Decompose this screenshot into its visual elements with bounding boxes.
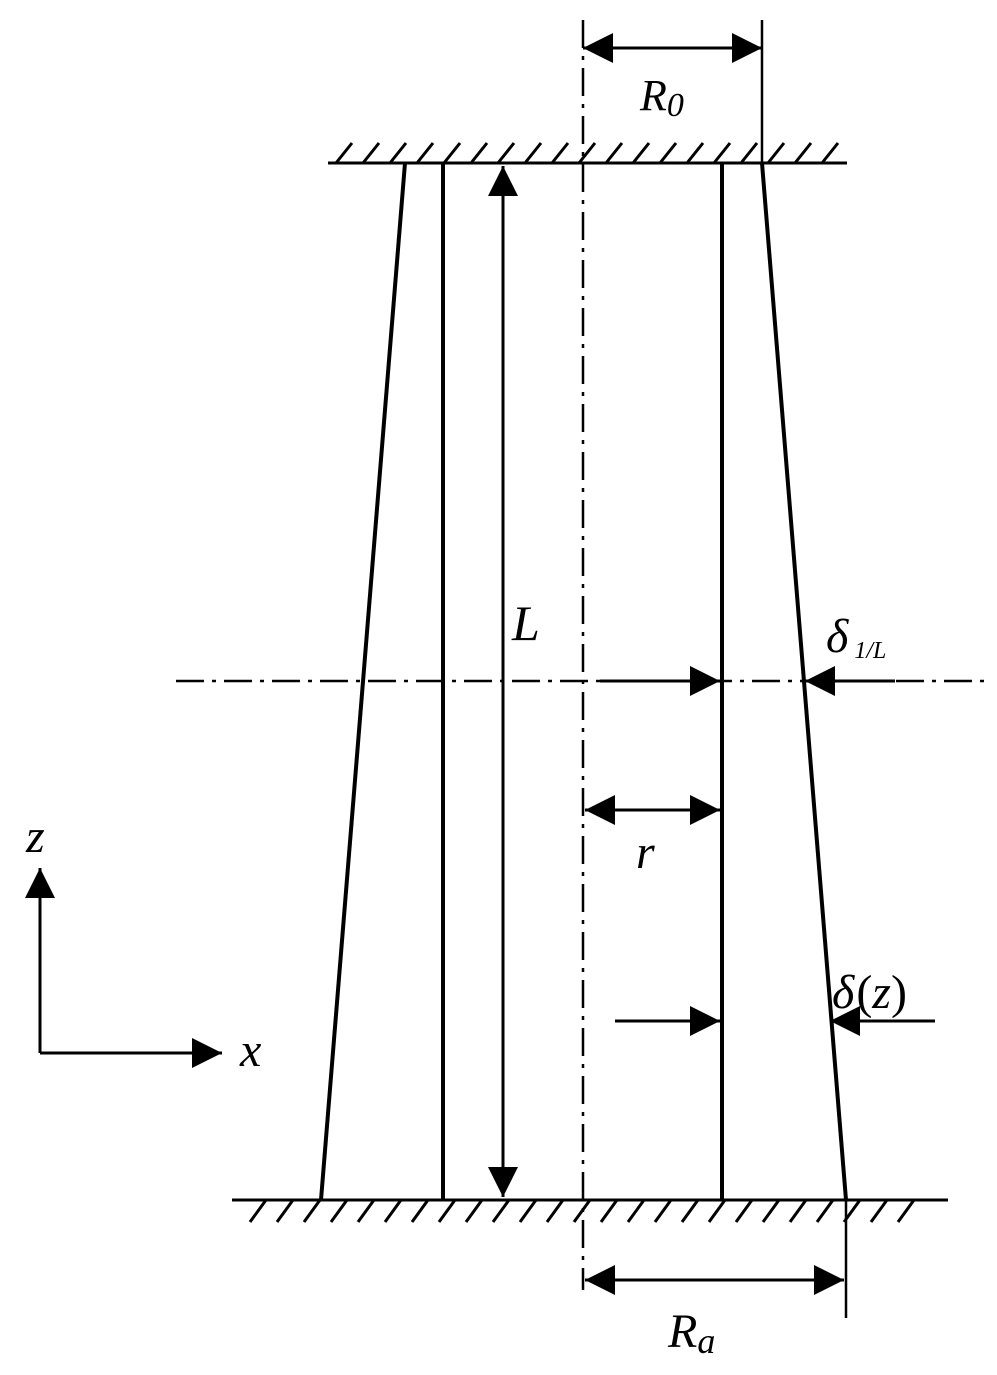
hatch-mark [329,1199,349,1223]
hatch-mark [653,1199,673,1223]
hatch-mark [496,142,516,164]
bottom-support-hatching [248,1199,916,1223]
hatch-mark [545,1199,565,1223]
hatch-mark [361,142,381,164]
hatch-mark [410,1199,430,1223]
top-support [328,142,847,165]
hatch-mark [464,1199,484,1223]
hatch-mark [658,142,678,164]
hatch-mark [334,142,354,164]
hatch-mark [383,1199,403,1223]
hatch-mark [550,142,570,164]
x-axis-label: x [239,1024,261,1077]
hatch-mark [793,142,813,164]
hatch-mark [788,1199,808,1223]
hatch-mark [820,142,840,164]
hatch-mark [356,1199,376,1223]
hatch-mark [491,1199,511,1223]
bottom-support [232,1198,948,1223]
hatch-mark [415,142,435,164]
hatch-mark [275,1199,295,1223]
r0-label: R0 [639,71,684,124]
ra-label: Ra [667,1305,715,1361]
deltaz-label: δ(z) [832,966,907,1019]
hatch-mark [766,142,786,164]
hatch-mark [739,142,759,164]
hatch-mark [469,142,489,164]
hatch-mark [896,1199,916,1223]
hatch-mark [734,1199,754,1223]
hatch-mark [626,1199,646,1223]
r-label: r [636,826,655,879]
hatch-mark [577,142,597,164]
z-axis-label: z [25,810,45,863]
coordinate-axes: z x [25,810,261,1077]
hatch-mark [518,1199,538,1223]
hatch-mark [248,1199,268,1223]
hatch-mark [712,142,732,164]
top-support-hatching [334,142,840,164]
l-label: L [511,595,540,651]
hatch-mark [631,142,651,164]
hatch-mark [302,1199,322,1223]
hatch-mark [437,1199,457,1223]
hatch-mark [815,1199,835,1223]
hatch-mark [869,1199,889,1223]
hatch-mark [707,1199,727,1223]
hatch-mark [604,142,624,164]
hatch-mark [388,142,408,164]
outer-wall-left [319,162,407,1201]
hatch-mark [599,1199,619,1223]
hatch-mark [761,1199,781,1223]
hatch-mark [523,142,543,164]
hatch-mark [680,1199,700,1223]
hatch-mark [442,142,462,164]
hatch-mark [685,142,705,164]
